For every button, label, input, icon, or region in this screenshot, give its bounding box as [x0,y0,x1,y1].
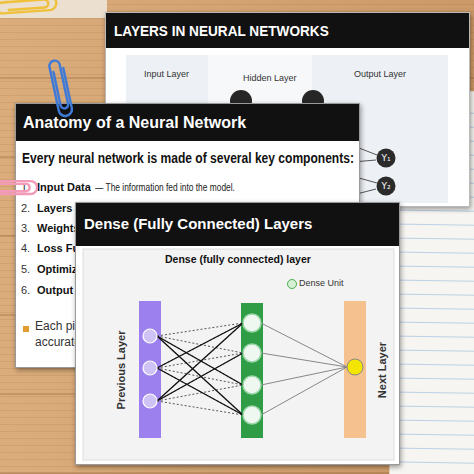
dense-unit [243,314,261,332]
list-number: 6. [21,284,30,297]
list-term: Loss Fu [37,242,79,255]
ruled-line [391,378,474,380]
layer-label: Output Layer [354,69,406,79]
solid-connection [157,353,243,401]
list-term: Input Data [37,181,91,194]
solid-connection [157,323,243,401]
neuron-outline [377,177,396,196]
input-unit [143,329,157,343]
blurred-paper [0,0,107,18]
dotted-connection [157,336,243,385]
solid-connection [157,368,243,415]
dotted-connection [157,368,243,415]
dotted-connection [157,336,243,353]
slide-title: Anatomy of a Neural Network [23,114,246,132]
list-number: 3. [21,222,30,235]
list-number: 5. [21,263,30,276]
ruled-line [390,448,474,450]
ruled-line [393,280,474,282]
dense-layer-bar [241,303,263,438]
dotted-connection [157,323,243,336]
dotted-connection [157,323,243,368]
neuron-outline [377,149,396,168]
list-term: Optimiz [37,263,77,276]
list-number: 1. [21,181,30,194]
slide-title: LAYERS IN NEURAL NETWORKS [114,22,329,39]
ruled-line [392,322,474,324]
list-number: 4. [21,242,30,255]
ruled-line [392,294,474,296]
ruled-line [390,434,474,436]
ruled-line [393,266,474,268]
input-unit [143,361,157,375]
layer-label: Input Layer [144,69,189,79]
legend-sample [288,280,297,289]
dotted-connection [157,353,243,401]
figure-panel [83,249,394,460]
neuron-label: Y₂ [382,181,391,191]
dotted-connection [157,353,243,368]
slide-title: Dense (Fully Connected) Layers [84,215,312,232]
solid-connection [157,323,243,368]
previous-layer-bar: Previous Layer [139,301,161,438]
layer-label: Hidden Layer [243,73,297,83]
output-connection [261,323,347,367]
output-connection [261,353,347,367]
list-number: 2. [21,202,30,215]
output-connection [261,367,347,415]
output-unit [347,359,363,375]
neuron-label: Y₁ [382,153,391,163]
slide-card: Dense (Fully Connected) LayersDense (ful… [75,202,400,465]
output-connection [261,367,347,385]
ruled-line [393,252,474,254]
ruled-line [391,350,474,352]
ruled-line [390,420,474,422]
ruled-line [391,364,474,366]
dotted-connection [157,385,243,401]
dense-unit [243,344,261,362]
output-neuron: Y₁ [376,148,396,168]
ruled-line [394,210,474,212]
list-text: — The information fed into the model. [95,181,235,194]
ruled-line [393,238,474,240]
yellow-paperclip [0,0,57,14]
dotted-connection [157,323,243,401]
solid-connection [157,336,243,415]
dotted-connection [157,401,243,415]
figure-title: Dense (fully connected) layer [165,253,311,265]
ruled-line [391,406,474,408]
input-unit [143,394,157,408]
dotted-connection [157,336,243,415]
layer-name: Previous Layer [115,331,128,410]
bullet-square [23,326,29,332]
next-layer-bar: Next Layer [344,301,366,438]
paperclip-wire [0,0,57,14]
legend-text: Dense Unit [299,278,344,288]
ruled-line [394,224,474,226]
solid-connection [157,336,243,385]
ruled-line [392,308,474,310]
ruled-line [390,462,474,464]
ruled-line [392,336,474,338]
list-term: Weights [37,222,80,235]
intro-text: Every neural network is made of several … [22,150,354,166]
dense-unit [243,376,261,394]
dense-unit [243,406,261,424]
dense-layer-figure [76,203,401,466]
dotted-connection [157,368,243,385]
ruled-line [391,392,474,394]
output-neuron: Y₂ [376,176,396,196]
layer-name: Next Layer [376,342,389,398]
